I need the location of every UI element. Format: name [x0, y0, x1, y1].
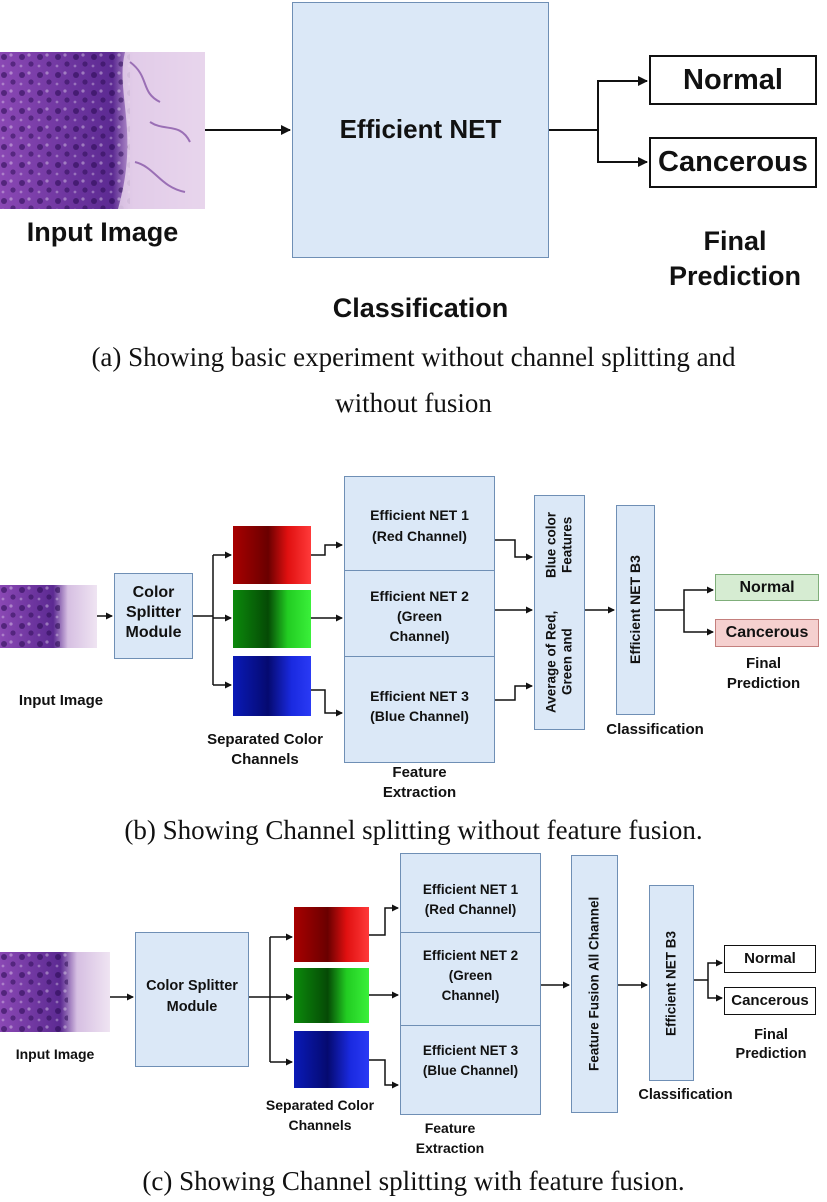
net2-line3: Channel)	[389, 627, 450, 644]
net2-line1: Efficient NET 2	[370, 587, 469, 604]
net1-line2: (Red Channel)	[372, 527, 467, 544]
input-tissue-image	[0, 52, 205, 209]
efficientnet-b3-box	[616, 505, 655, 715]
input-image-label: Input Image	[18, 692, 104, 709]
average-features-label: Average of Red, Green and Blue color Fea…	[534, 495, 585, 730]
red-channel-image	[233, 526, 311, 584]
feature-extraction-line1: Feature	[424, 1119, 476, 1136]
net1-line2: (Red Channel)	[424, 901, 517, 917]
net1-line1: Efficient NET 1	[422, 881, 519, 897]
feature-extraction-line2: Extraction	[382, 784, 457, 801]
efficientnet-box	[292, 2, 549, 258]
blue-channel-image	[233, 656, 311, 716]
efficientnet-b3-box	[649, 885, 694, 1081]
color-splitter-box	[135, 932, 249, 1067]
net1-line1: Efficient NET 1	[370, 506, 469, 523]
net2-line1: Efficient NET 2	[422, 947, 519, 963]
input-tissue-image	[0, 952, 110, 1032]
classification-label: Classification	[606, 721, 704, 738]
efficientnet-b3-label: Efficient NET B3	[663, 930, 679, 1036]
efficientnet-2-box	[344, 570, 495, 657]
splitter-line3: Module	[125, 624, 182, 642]
feature-extraction-line2: Extraction	[415, 1139, 485, 1156]
efficientnet-3-box	[400, 1025, 541, 1115]
classification-label: Classification	[332, 292, 509, 323]
separated-channels-line1: Separated Color	[207, 731, 323, 748]
caption-c: (c) Showing Channel splitting with featu…	[142, 1166, 685, 1196]
cancerous-output-box: Cancerous	[715, 619, 819, 647]
feature-extraction-line1: Feature	[392, 764, 447, 781]
normal-output-box: Normal	[724, 945, 816, 973]
green-channel-image	[233, 590, 311, 648]
average-line2: Blue color Features	[543, 511, 575, 578]
average-features-box	[534, 495, 585, 730]
net3-line1: Efficient NET 3	[422, 1042, 519, 1058]
separated-channels-line1: Separated Color	[265, 1096, 375, 1113]
splitter-line2: Module	[166, 999, 218, 1016]
net2-line2: (Green	[448, 967, 493, 983]
input-tissue-image	[0, 585, 97, 648]
efficientnet-1-box	[344, 476, 495, 571]
separated-channels-line2: Channels	[288, 1116, 352, 1133]
splitter-line1: Color Splitter	[146, 978, 238, 995]
classification-label: Classification	[638, 1087, 733, 1104]
efficientnet-1-box	[400, 853, 541, 933]
net3-line2: (Blue Channel)	[422, 1062, 519, 1078]
efficientnet-label: Efficient NET	[339, 114, 502, 145]
caption-a-line1: (a) Showing basic experiment without cha…	[91, 342, 736, 372]
final-prediction-line1: Final	[754, 1027, 788, 1044]
final-prediction-line1: Final	[703, 225, 767, 256]
efficientnet-b3-label: Efficient NET B3	[627, 555, 644, 665]
caption-b: (b) Showing Channel splitting without fe…	[124, 815, 703, 845]
input-image-label: Input Image	[15, 1045, 95, 1062]
final-prediction-line2: Prediction	[735, 1046, 807, 1063]
input-image-label: Input Image	[26, 216, 179, 247]
net2-line3: Channel)	[441, 987, 500, 1003]
final-prediction-line1: Final	[745, 655, 781, 672]
splitter-line1: Color	[132, 584, 175, 602]
separated-channels-line2: Channels	[231, 751, 299, 768]
red-channel-image	[294, 907, 369, 962]
green-channel-image	[294, 968, 369, 1023]
feature-fusion-label: Feature Fusion All Channel	[586, 896, 602, 1072]
color-splitter-box	[114, 573, 193, 659]
net3-line1: Efficient NET 3	[370, 687, 469, 704]
final-prediction-line2: Prediction	[668, 260, 802, 291]
net3-line2: (Blue Channel)	[370, 707, 469, 724]
final-prediction-line2: Prediction	[726, 675, 801, 692]
efficientnet-3-box	[344, 656, 495, 763]
efficientnet-2-box	[400, 932, 541, 1026]
caption-a-line2: without fusion	[335, 388, 492, 418]
blue-channel-image	[294, 1031, 369, 1088]
cancerous-output-box: Cancerous	[649, 137, 817, 188]
feature-fusion-box	[571, 855, 618, 1113]
normal-output-box: Normal	[649, 55, 817, 105]
normal-output-box: Normal	[715, 574, 819, 601]
cancerous-output-box: Cancerous	[724, 987, 816, 1015]
average-line1: Average of Red, Green and	[543, 610, 575, 714]
net2-line2: (Green	[396, 607, 443, 624]
splitter-line2: Splitter	[125, 604, 182, 622]
